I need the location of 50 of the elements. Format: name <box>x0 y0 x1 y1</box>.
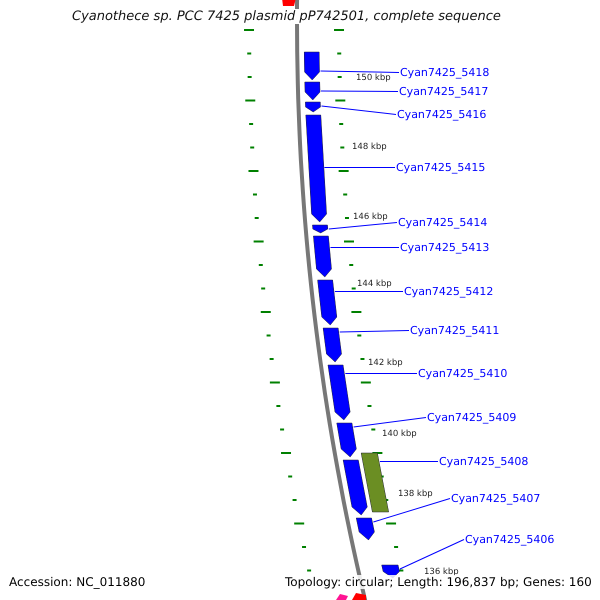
leader-line <box>320 90 398 92</box>
scale-label: 144 kbp <box>357 279 392 289</box>
gene-feature <box>313 236 332 278</box>
gene-label: Cyan7425_5414 <box>398 216 488 229</box>
gene-feature <box>356 518 375 540</box>
scale-label: 140 kbp <box>382 429 417 439</box>
info-text: Accession: NC_011880 <box>9 575 146 589</box>
gene-feature <box>304 52 320 80</box>
gene-feature <box>328 364 350 420</box>
gene-feature <box>305 102 321 112</box>
gene-feature <box>342 460 368 516</box>
gene-label: Cyan7425_5410 <box>418 367 508 380</box>
leader-line <box>320 70 400 73</box>
scale-label: 148 kbp <box>352 142 387 152</box>
leader-line <box>399 539 464 570</box>
title: Cyanothece sp. PCC 7425 plasmid pP742501, complete sequence <box>70 9 503 24</box>
info-text: Topology: circular; Length: 196,837 bp; Genes: 160 <box>285 575 592 589</box>
gene-label: Cyan7425_5417 <box>399 85 488 98</box>
gene-label: Cyan7425_5408 <box>439 455 528 468</box>
scale-label: 150 kbp <box>356 73 391 83</box>
gene-feature <box>312 224 328 234</box>
leader-line <box>330 247 400 248</box>
gene-label: Cyan7425_5407 <box>451 492 540 505</box>
leader-line <box>334 291 404 292</box>
gene-feature <box>322 328 342 362</box>
leader-line <box>339 330 410 332</box>
leader-line <box>379 461 438 462</box>
gene-label: Cyan7425_5416 <box>397 108 486 121</box>
gene-label: Cyan7425_5409 <box>427 411 516 424</box>
gene-label: Cyan7425_5413 <box>400 241 490 254</box>
leader-line <box>344 373 418 374</box>
gene-label: Cyan7425_5415 <box>396 161 486 174</box>
gene-label: Cyan7425_5411 <box>410 324 500 337</box>
leader-line <box>372 498 450 522</box>
gene-feature <box>306 114 327 222</box>
scale-label: 146 kbp <box>353 212 388 222</box>
leader-line <box>324 167 396 168</box>
gene-feature <box>317 280 338 326</box>
scale-label: 136 kbp <box>424 567 459 577</box>
scale-label: 138 kbp <box>398 489 433 499</box>
leader-line <box>328 222 398 230</box>
gene-block <box>360 452 389 512</box>
gene-label: Cyan7425_5406 <box>465 533 554 546</box>
scale-label: 142 kbp <box>368 358 403 368</box>
leader-line <box>321 106 396 115</box>
gene-label: Cyan7425_5412 <box>404 285 494 298</box>
leader-line <box>353 417 426 428</box>
gene-feature <box>336 422 357 458</box>
gene-feature <box>304 82 320 100</box>
gene-label: Cyan7425_5418 <box>400 66 490 79</box>
